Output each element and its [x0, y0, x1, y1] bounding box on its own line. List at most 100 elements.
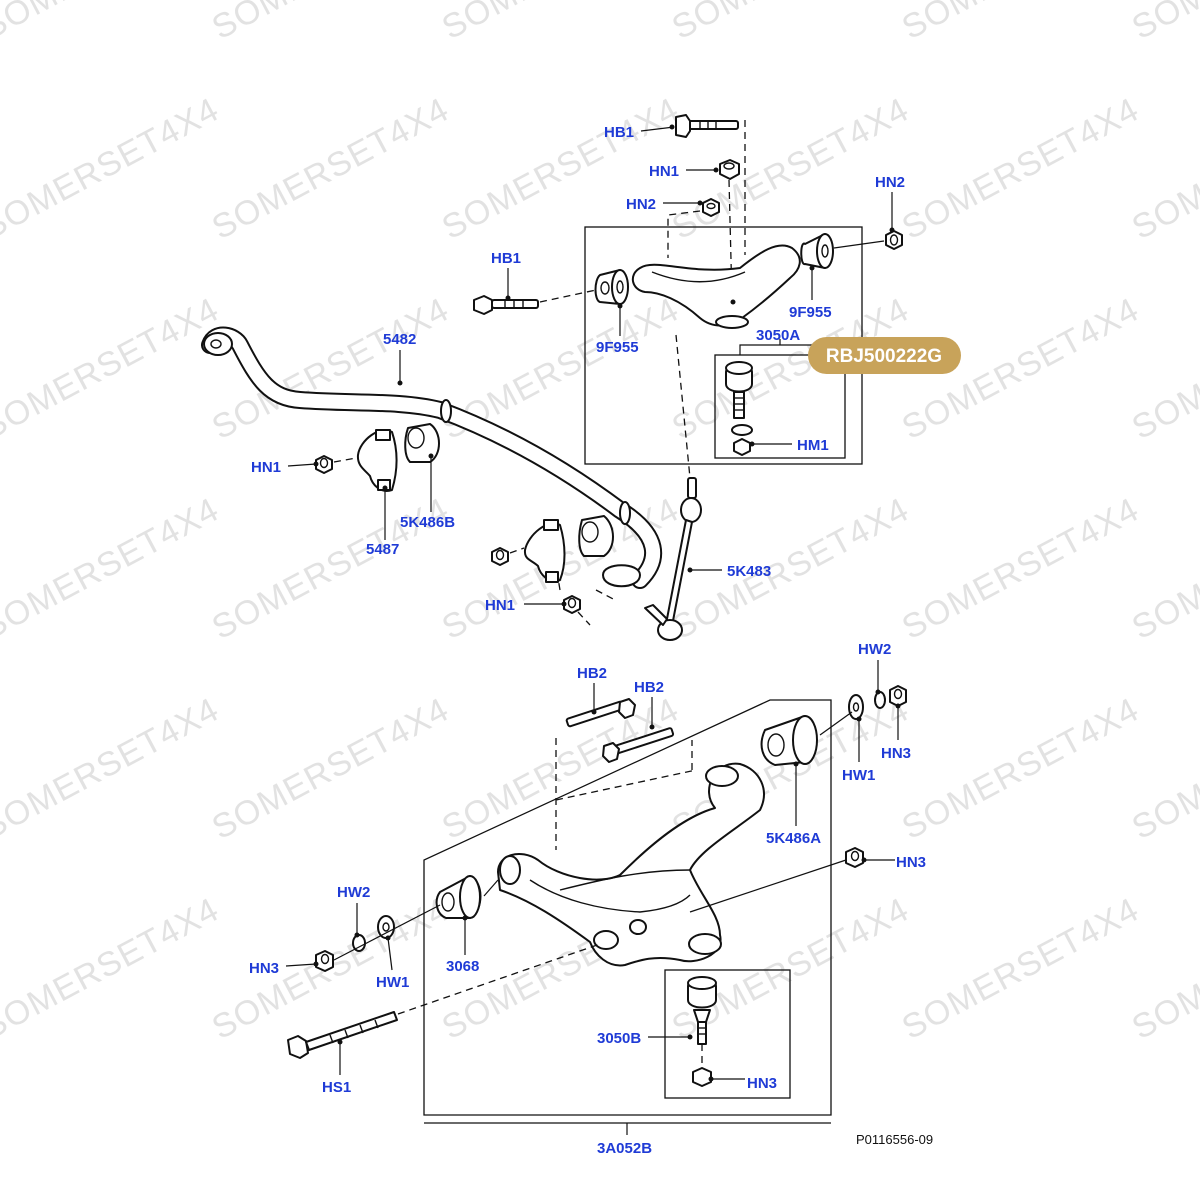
assembly-line [333, 457, 357, 463]
watermark-text: SOMERSET4X4 [666, 90, 915, 247]
watermark-text: SOMERSET4X4 [436, 690, 685, 847]
assembly-line [333, 904, 441, 961]
assembly-line [509, 547, 525, 554]
label-hn3-bottom: HN3 [747, 1075, 777, 1092]
label-hb2-a: HB2 [577, 665, 607, 682]
part-number-badge[interactable]: RBJ500222G [808, 337, 961, 374]
assembly-line [557, 577, 616, 626]
watermark-text: SOMERSET4X4 [0, 890, 225, 1047]
watermark-text: SOMERSET4X4 [0, 290, 225, 447]
leader-lines [285, 124, 901, 1135]
left-bolt-hb1 [473, 295, 539, 315]
lower-control-arm-3a052b [497, 762, 765, 967]
lower-bush-5k486a [760, 715, 818, 766]
bar-clamp-5487 [356, 429, 398, 492]
label-hn1-left: HN1 [251, 459, 281, 476]
label-3050b: 3050B [597, 1030, 641, 1047]
label-hn2-right: HN2 [875, 174, 905, 191]
watermark-text: SOMERSET4X4 [896, 490, 1145, 647]
drop-link-5k483 [602, 477, 702, 641]
label-hn3-left: HN3 [249, 960, 279, 977]
watermark-text: SOMERSET4X4 [436, 90, 685, 247]
lower-bush-3068 [435, 875, 482, 919]
upper-bolt-hb1 [675, 114, 739, 138]
bar-clamp-lower [523, 519, 566, 583]
lower-ball-joint-box [664, 969, 791, 1099]
watermark-text: SOMERSET4X4 [0, 0, 225, 47]
watermark-text: SOMERSET4X4 [436, 0, 685, 47]
upper-ball-joint-3050a [725, 361, 753, 456]
label-hn1-bottom: HN1 [485, 597, 515, 614]
label-3050a: 3050A [756, 327, 800, 344]
label-hw1-right: HW1 [842, 767, 875, 784]
badge-text: RBJ500222G [826, 346, 942, 367]
watermark-text: SOMERSET4X4 [0, 90, 225, 247]
watermark-text: SOMERSET4X4 [896, 90, 1145, 247]
clamp-nut-hn1-left [315, 455, 333, 474]
label-3a052b: 3A052B [597, 1140, 652, 1157]
watermark-text: SOMERSET4X4 [0, 690, 225, 847]
watermark-text: SOMERSET4X4 [1126, 0, 1200, 47]
assembly-line [555, 738, 697, 850]
clamp-nut-hn1-bottom [563, 595, 581, 614]
watermark-text: SOMERSET4X4 [666, 490, 915, 647]
washer-hw2-right [874, 691, 886, 709]
label-5k486b: 5K486B [400, 514, 455, 531]
watermark-text: SOMERSET4X4 [666, 0, 915, 47]
watermark-text: SOMERSET4X4 [896, 890, 1145, 1047]
label-9f955-left: 9F955 [596, 339, 639, 356]
assembly-line [667, 210, 701, 258]
label-hw2-right: HW2 [858, 641, 891, 658]
label-hn2-top: HN2 [626, 196, 656, 213]
assembly-line [819, 711, 853, 736]
label-5482: 5482 [383, 331, 416, 348]
label-5k483: 5K483 [727, 563, 771, 580]
label-5487: 5487 [366, 541, 399, 558]
watermark-text: SOMERSET4X4 [206, 690, 455, 847]
label-3068: 3068 [446, 958, 479, 975]
nut-hn3-right-mid [845, 847, 864, 868]
assembly-line [483, 879, 499, 897]
clamp-nut-lower-left [491, 547, 509, 566]
washer-hw1-right [848, 694, 864, 720]
diagram-reference: P0116556-09 [856, 1132, 933, 1147]
upper-bush-9f955-left [594, 269, 629, 305]
lower-arm-group-box [423, 699, 832, 1116]
label-hn3-right-top: HN3 [881, 745, 911, 762]
label-hw1-left: HW1 [376, 974, 409, 991]
upper-nut-hn1 [719, 159, 740, 180]
assembly-line [833, 240, 885, 249]
watermark-text: SOMERSET4X4 [896, 0, 1145, 47]
bar-bush-5k486b [404, 423, 440, 463]
ball-joint-group-box [714, 354, 846, 459]
lower-bolt-hb2-b [602, 727, 675, 763]
watermark-text: SOMERSET4X4 [206, 90, 455, 247]
label-hw2-left: HW2 [337, 884, 370, 901]
nut-hn3-left [315, 950, 334, 972]
washer-hw1-left [377, 915, 395, 939]
label-hs1: HS1 [322, 1079, 351, 1096]
label-hb1-top: HB1 [604, 124, 634, 141]
long-bolt-hs1 [287, 1011, 398, 1059]
label-hb1-left: HB1 [491, 250, 521, 267]
anti-roll-bar-5482 [201, 326, 662, 589]
watermark-text: SOMERSET4X4 [896, 690, 1145, 847]
label-hn1-top: HN1 [649, 163, 679, 180]
lower-ball-joint-3050b [687, 976, 717, 1087]
nut-hn3-right-top [889, 685, 907, 707]
assembly-line [539, 289, 597, 303]
bar-bush-lower [578, 515, 614, 557]
label-hm1: HM1 [797, 437, 829, 454]
upper-wishbone-arm [631, 244, 801, 329]
label-9f955-right: 9F955 [789, 304, 832, 321]
upper-bush-9f955-right [800, 233, 834, 269]
part-labels: HB1 HN1 HN2 HN2 HB1 9F955 9F955 3050A HM… [249, 124, 926, 1157]
upper-nut-hn2 [702, 198, 720, 217]
assembly-line [689, 859, 847, 913]
watermark-text: SOMERSET4X4 [206, 0, 455, 47]
label-5k486a: 5K486A [766, 830, 821, 847]
label-hn3-right-mid: HN3 [896, 854, 926, 871]
label-hb2-b: HB2 [634, 679, 664, 696]
right-nut-hn2 [885, 230, 903, 250]
